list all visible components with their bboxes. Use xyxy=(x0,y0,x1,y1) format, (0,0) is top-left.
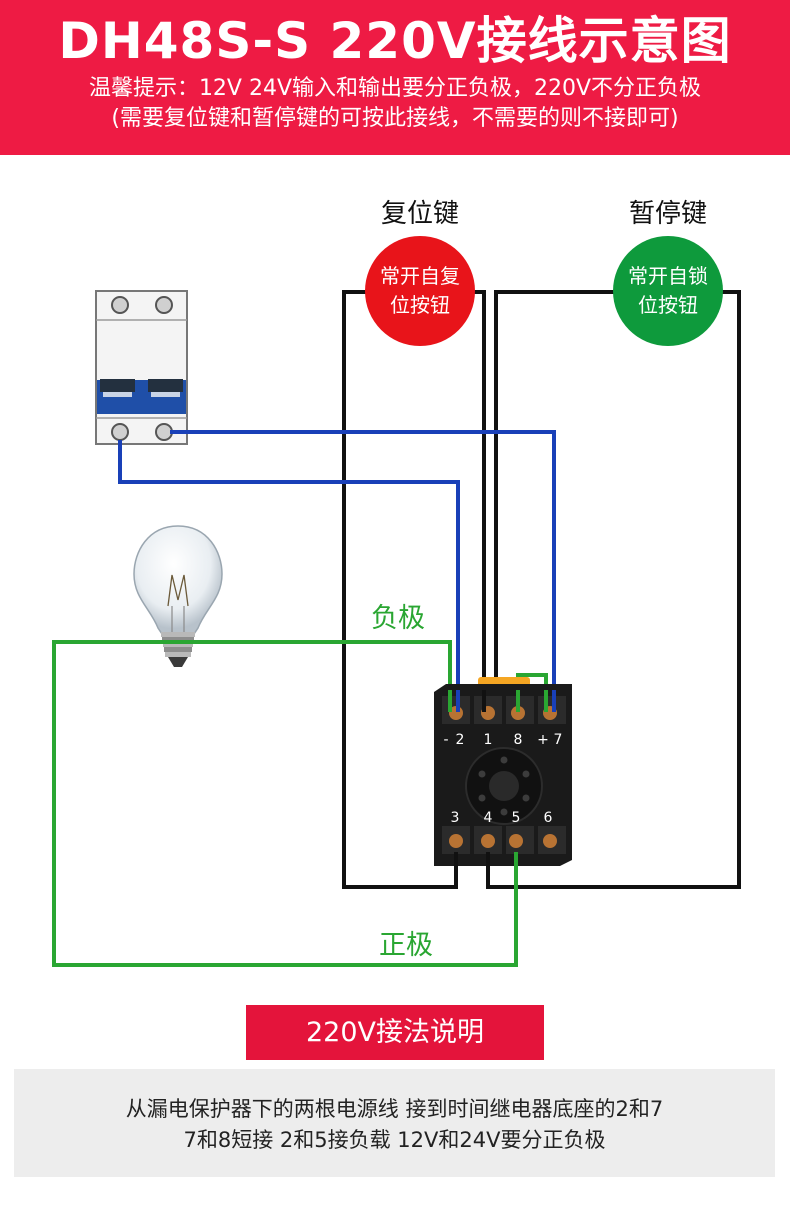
terminal-4: 4 xyxy=(484,810,493,826)
wire-terminations xyxy=(448,690,556,870)
bottom-screws xyxy=(442,826,566,854)
power-wire-right xyxy=(170,430,556,712)
power-wire-left xyxy=(118,440,460,712)
terminal-7: 7 xyxy=(554,732,563,748)
wiring-diagram: 复位键 暂停键 常开自复 位按钮 常开自锁 位按钮 xyxy=(52,199,741,967)
tip-line-1: 温馨提示：12V 24V输入和输出要分正负极，220V不分正负极 xyxy=(88,76,702,101)
reset-key-heading: 复位键 xyxy=(381,199,459,229)
pause-key-heading: 暂停键 xyxy=(629,199,707,229)
blue-power-wires xyxy=(118,430,556,712)
reset-button-icon: 常开自复 位按钮 xyxy=(365,236,475,346)
note-title: 220V接法说明 xyxy=(246,1005,544,1060)
terminal-5: 5 xyxy=(512,810,521,826)
terminal-8: 8 xyxy=(514,732,523,748)
pause-button-line2: 位按钮 xyxy=(638,293,698,317)
terminal-6: 6 xyxy=(544,810,553,826)
note-line-1: 从漏电保护器下的两根电源线 接到时间继电器底座的2和7 xyxy=(125,1097,664,1121)
tip-line-2: (需要复位键和暂停键的可按此接线，不需要的则不接即可) xyxy=(111,106,679,131)
note-box: 从漏电保护器下的两根电源线 接到时间继电器底座的2和7 7和8短接 2和5接负载… xyxy=(14,1069,775,1177)
reset-button-line2: 位按钮 xyxy=(390,293,450,317)
terminal-plus: + xyxy=(537,732,549,748)
circuit-breaker-icon xyxy=(95,290,188,445)
pause-button-icon: 常开自锁 位按钮 xyxy=(613,236,723,346)
relay-socket-icon: - 2 1 8 + 7 3 4 5 6 xyxy=(434,677,572,866)
reset-button-line1: 常开自复 xyxy=(380,264,460,288)
pause-button-line1: 常开自锁 xyxy=(628,264,708,288)
light-bulb-icon xyxy=(133,525,223,667)
terminal-3: 3 xyxy=(451,810,460,826)
terminal-minus: - xyxy=(443,732,448,748)
negative-wire xyxy=(52,640,518,967)
note-line-2: 7和8短接 2和5接负载 12V和24V要分正负极 xyxy=(183,1128,606,1152)
terminal-1: 1 xyxy=(484,732,493,748)
header-banner: DH48S-S 220V接线示意图 温馨提示：12V 24V输入和输出要分正负极… xyxy=(0,0,790,155)
negative-label: 负极 xyxy=(371,603,425,634)
terminal-2: 2 xyxy=(456,732,465,748)
page-title: DH48S-S 220V接线示意图 xyxy=(58,12,732,70)
positive-label: 正极 xyxy=(379,930,433,961)
